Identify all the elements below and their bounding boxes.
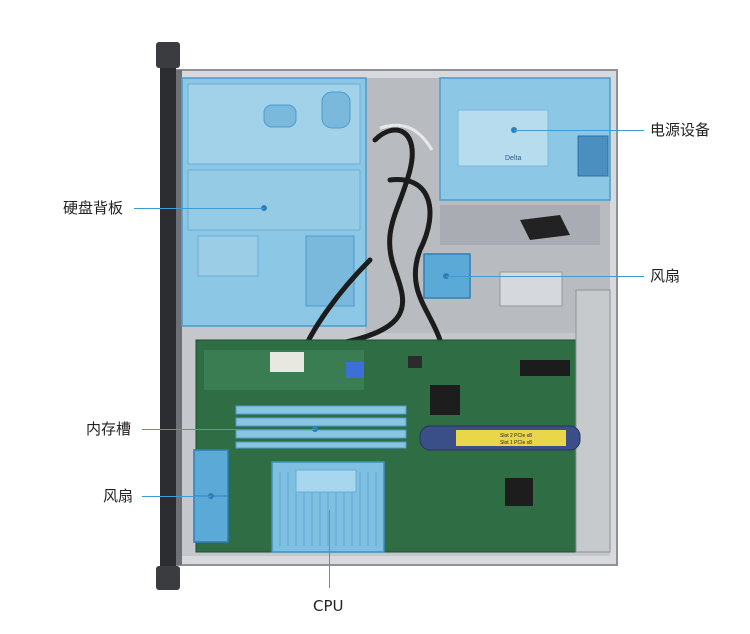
leader-memory-slot <box>142 429 315 430</box>
label-power-supply: 电源设备 <box>650 121 711 139</box>
riser-slot-2-label: Slot 2 PCIe x8 <box>500 433 532 439</box>
leader-fan-left <box>142 496 211 497</box>
label-drive-backplane: 硬盘背板 <box>63 199 124 217</box>
drive-backplane-highlight <box>181 77 367 327</box>
riser-slot-1-label: Slot 1 PCIe x8 <box>500 440 532 446</box>
leader-cpu <box>329 510 330 588</box>
pcie-riser: Slot 2 PCIe x8 Slot 1 PCIe x8 <box>419 289 611 553</box>
cpu-heatsink-highlight <box>271 461 385 553</box>
label-fan-left: 风扇 <box>103 487 134 505</box>
psu-brand-text: Delta <box>505 155 521 162</box>
fan-bracket <box>499 271 563 307</box>
power-connector <box>270 352 304 372</box>
bmc-chip <box>505 478 533 506</box>
leader-power-supply <box>514 130 644 131</box>
label-memory-slot: 内存槽 <box>86 420 132 438</box>
memory-slot-highlight <box>235 405 407 449</box>
power-supply-highlight: Delta <box>439 77 611 201</box>
label-fan-top: 风扇 <box>650 267 681 285</box>
label-cpu: CPU <box>313 597 344 615</box>
sata-cable <box>379 123 434 151</box>
psu-bracket-hole <box>520 215 570 240</box>
leader-fan-top <box>446 276 644 277</box>
chipset <box>430 385 460 415</box>
leader-drive-backplane <box>134 208 264 209</box>
psu-bracket <box>440 205 600 245</box>
header-connector <box>346 362 364 378</box>
